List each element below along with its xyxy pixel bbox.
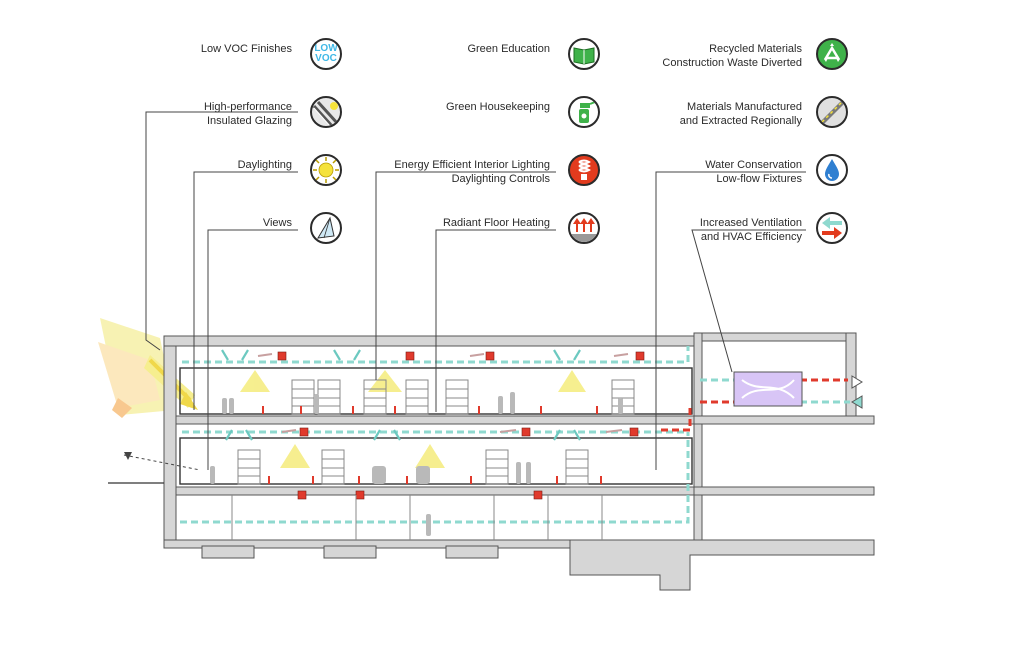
- views-icon: [310, 212, 342, 244]
- label-lighting-2: Daylighting Controls: [451, 173, 550, 185]
- leader-lines: [145, 111, 806, 470]
- return-air-ducts: [660, 378, 848, 432]
- cfl-bulb-icon: [568, 154, 600, 186]
- low-voc-badge-line1: LOW: [314, 43, 338, 54]
- label-regional-1: Materials Manufactured: [687, 101, 802, 113]
- hvac-arrows-icon: [816, 212, 848, 244]
- low-voc-icon: LOW VOC: [310, 38, 342, 70]
- building-structure: [163, 332, 875, 591]
- label-radiant-floor: Radiant Floor Heating: [442, 217, 550, 229]
- label-daylighting: Daylighting: [237, 159, 292, 171]
- label-ventilation-1: Increased Ventilation: [699, 217, 802, 229]
- label-regional-2: and Extracted Regionally: [679, 115, 802, 127]
- sun-icon: [310, 154, 342, 186]
- people: [210, 392, 623, 536]
- basement-partitions: [231, 495, 603, 540]
- radiant-heat-icon: [568, 212, 600, 244]
- spray-bottle-icon: [568, 96, 600, 128]
- water-drop-icon: [816, 154, 848, 186]
- label-water-1: Water Conservation: [705, 159, 802, 171]
- book-icon: [568, 38, 600, 70]
- supply-air-ducts: [180, 346, 850, 524]
- supply-diffusers: [221, 349, 581, 441]
- label-glazing-1: High-performance: [203, 101, 292, 113]
- glazing-icon: [310, 96, 342, 128]
- low-voc-badge-line2: VOC: [315, 53, 337, 64]
- radiant-heat-arrows: [262, 406, 602, 484]
- label-lighting-1: Energy Efficient Interior Lighting: [394, 159, 550, 171]
- label-green-housekeeping: Green Housekeeping: [446, 101, 550, 113]
- return-diffusers: [277, 351, 645, 500]
- label-water-2: Low-flow Fixtures: [716, 173, 802, 185]
- label-recycled-1: Recycled Materials: [709, 43, 802, 55]
- label-views: Views: [262, 217, 292, 229]
- label-glazing-2: Insulated Glazing: [207, 115, 292, 127]
- recycle-icon: [816, 38, 848, 70]
- label-low-voc: Low VOC Finishes: [200, 43, 292, 55]
- label-ventilation-2: and HVAC Efficiency: [700, 231, 802, 243]
- light-cones: [240, 370, 586, 468]
- label-recycled-2: Construction Waste Diverted: [662, 57, 802, 69]
- label-green-education: Green Education: [467, 43, 550, 55]
- regional-road-icon: [816, 96, 848, 128]
